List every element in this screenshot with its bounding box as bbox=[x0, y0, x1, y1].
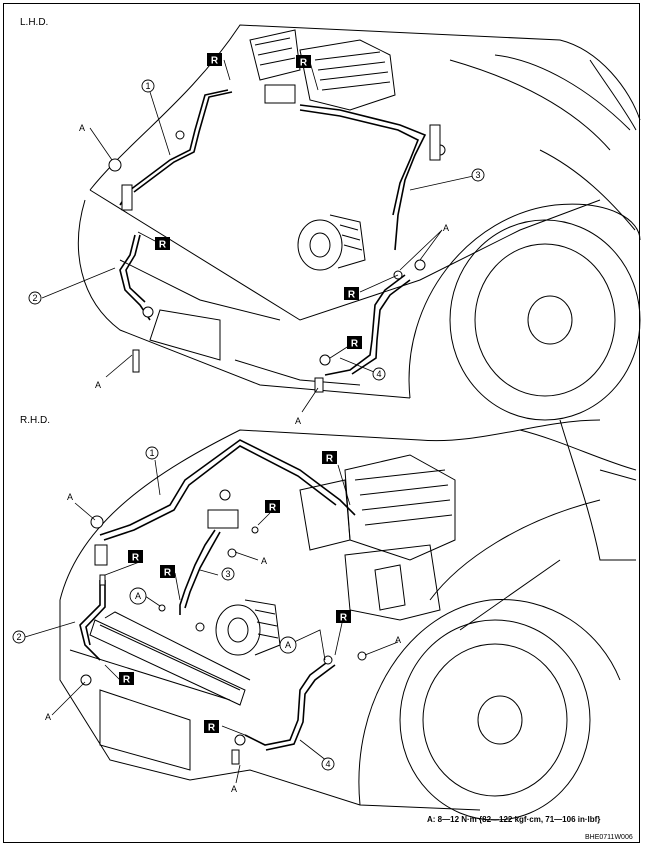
lhd-fittings bbox=[108, 124, 446, 393]
fastener-a-label-9: A bbox=[395, 635, 401, 645]
fastener-a-label-8: A bbox=[285, 640, 291, 650]
part-3-rhd: 3 bbox=[225, 569, 230, 579]
part-1-rhd: 1 bbox=[149, 448, 154, 458]
r-marker-1: R bbox=[211, 56, 219, 67]
figure-frame bbox=[3, 3, 640, 843]
r-marker-6: R bbox=[326, 454, 334, 465]
section-title-rhd: R.H.D. bbox=[20, 415, 50, 426]
fastener-a-label-2: A bbox=[443, 223, 449, 233]
fastener-a-label-3: A bbox=[95, 380, 101, 390]
fastener-labels: A A A A A A A A A A A bbox=[45, 123, 449, 794]
fastener-a-label-6: A bbox=[261, 556, 267, 566]
rhd-ac-lines bbox=[79, 439, 356, 751]
fastener-a-label-5: A bbox=[67, 492, 73, 502]
rhd-hvac-unit bbox=[299, 454, 456, 621]
r-marker-12: R bbox=[208, 723, 216, 734]
r-marker-10: R bbox=[340, 613, 348, 624]
figure-code: BHE0711W006 bbox=[585, 834, 633, 841]
replace-markers: R R R R R R R R R R R R bbox=[119, 53, 362, 734]
lhd-ac-lines bbox=[119, 89, 427, 376]
part-numbers: 1 2 3 4 1 2 3 4 bbox=[16, 81, 480, 769]
rhd-leaders bbox=[24, 459, 399, 784]
fastener-a-label-1: A bbox=[79, 123, 85, 133]
r-marker-8: R bbox=[132, 553, 140, 564]
lhd-leaders bbox=[41, 59, 479, 413]
rhd-compressor bbox=[215, 599, 281, 656]
r-marker-2: R bbox=[300, 58, 308, 69]
fastener-a-label-10: A bbox=[45, 712, 51, 722]
lhd-vehicle-body bbox=[77, 24, 641, 421]
part-2-rhd: 2 bbox=[16, 632, 21, 642]
rhd-vehicle-body bbox=[59, 419, 637, 821]
rhd-condenser bbox=[89, 611, 251, 706]
part-4-lhd: 4 bbox=[376, 369, 381, 379]
part-2-lhd: 2 bbox=[32, 293, 37, 303]
part-callouts bbox=[12, 79, 485, 771]
r-marker-4: R bbox=[348, 290, 356, 301]
torque-specification: A: 8—12 N·m {82—122 kgf·cm, 71—106 in·lb… bbox=[427, 815, 601, 824]
rhd-fittings bbox=[80, 489, 367, 765]
r-marker-5: R bbox=[351, 339, 359, 350]
fastener-a-label-7: A bbox=[135, 591, 141, 601]
fastener-a-label-4: A bbox=[295, 416, 301, 426]
part-3-lhd: 3 bbox=[475, 170, 480, 180]
r-marker-11: R bbox=[123, 675, 131, 686]
r-marker-3: R bbox=[159, 240, 167, 251]
section-title-lhd: L.H.D. bbox=[20, 17, 49, 28]
lhd-hvac-unit bbox=[249, 29, 396, 111]
lhd-compressor bbox=[297, 214, 366, 271]
circled-a-markers bbox=[129, 587, 297, 654]
part-4-rhd: 4 bbox=[325, 759, 330, 769]
r-marker-9: R bbox=[164, 568, 172, 579]
fastener-a-label-11: A bbox=[231, 784, 237, 794]
r-marker-7: R bbox=[269, 503, 277, 514]
part-1-lhd: 1 bbox=[145, 81, 150, 91]
